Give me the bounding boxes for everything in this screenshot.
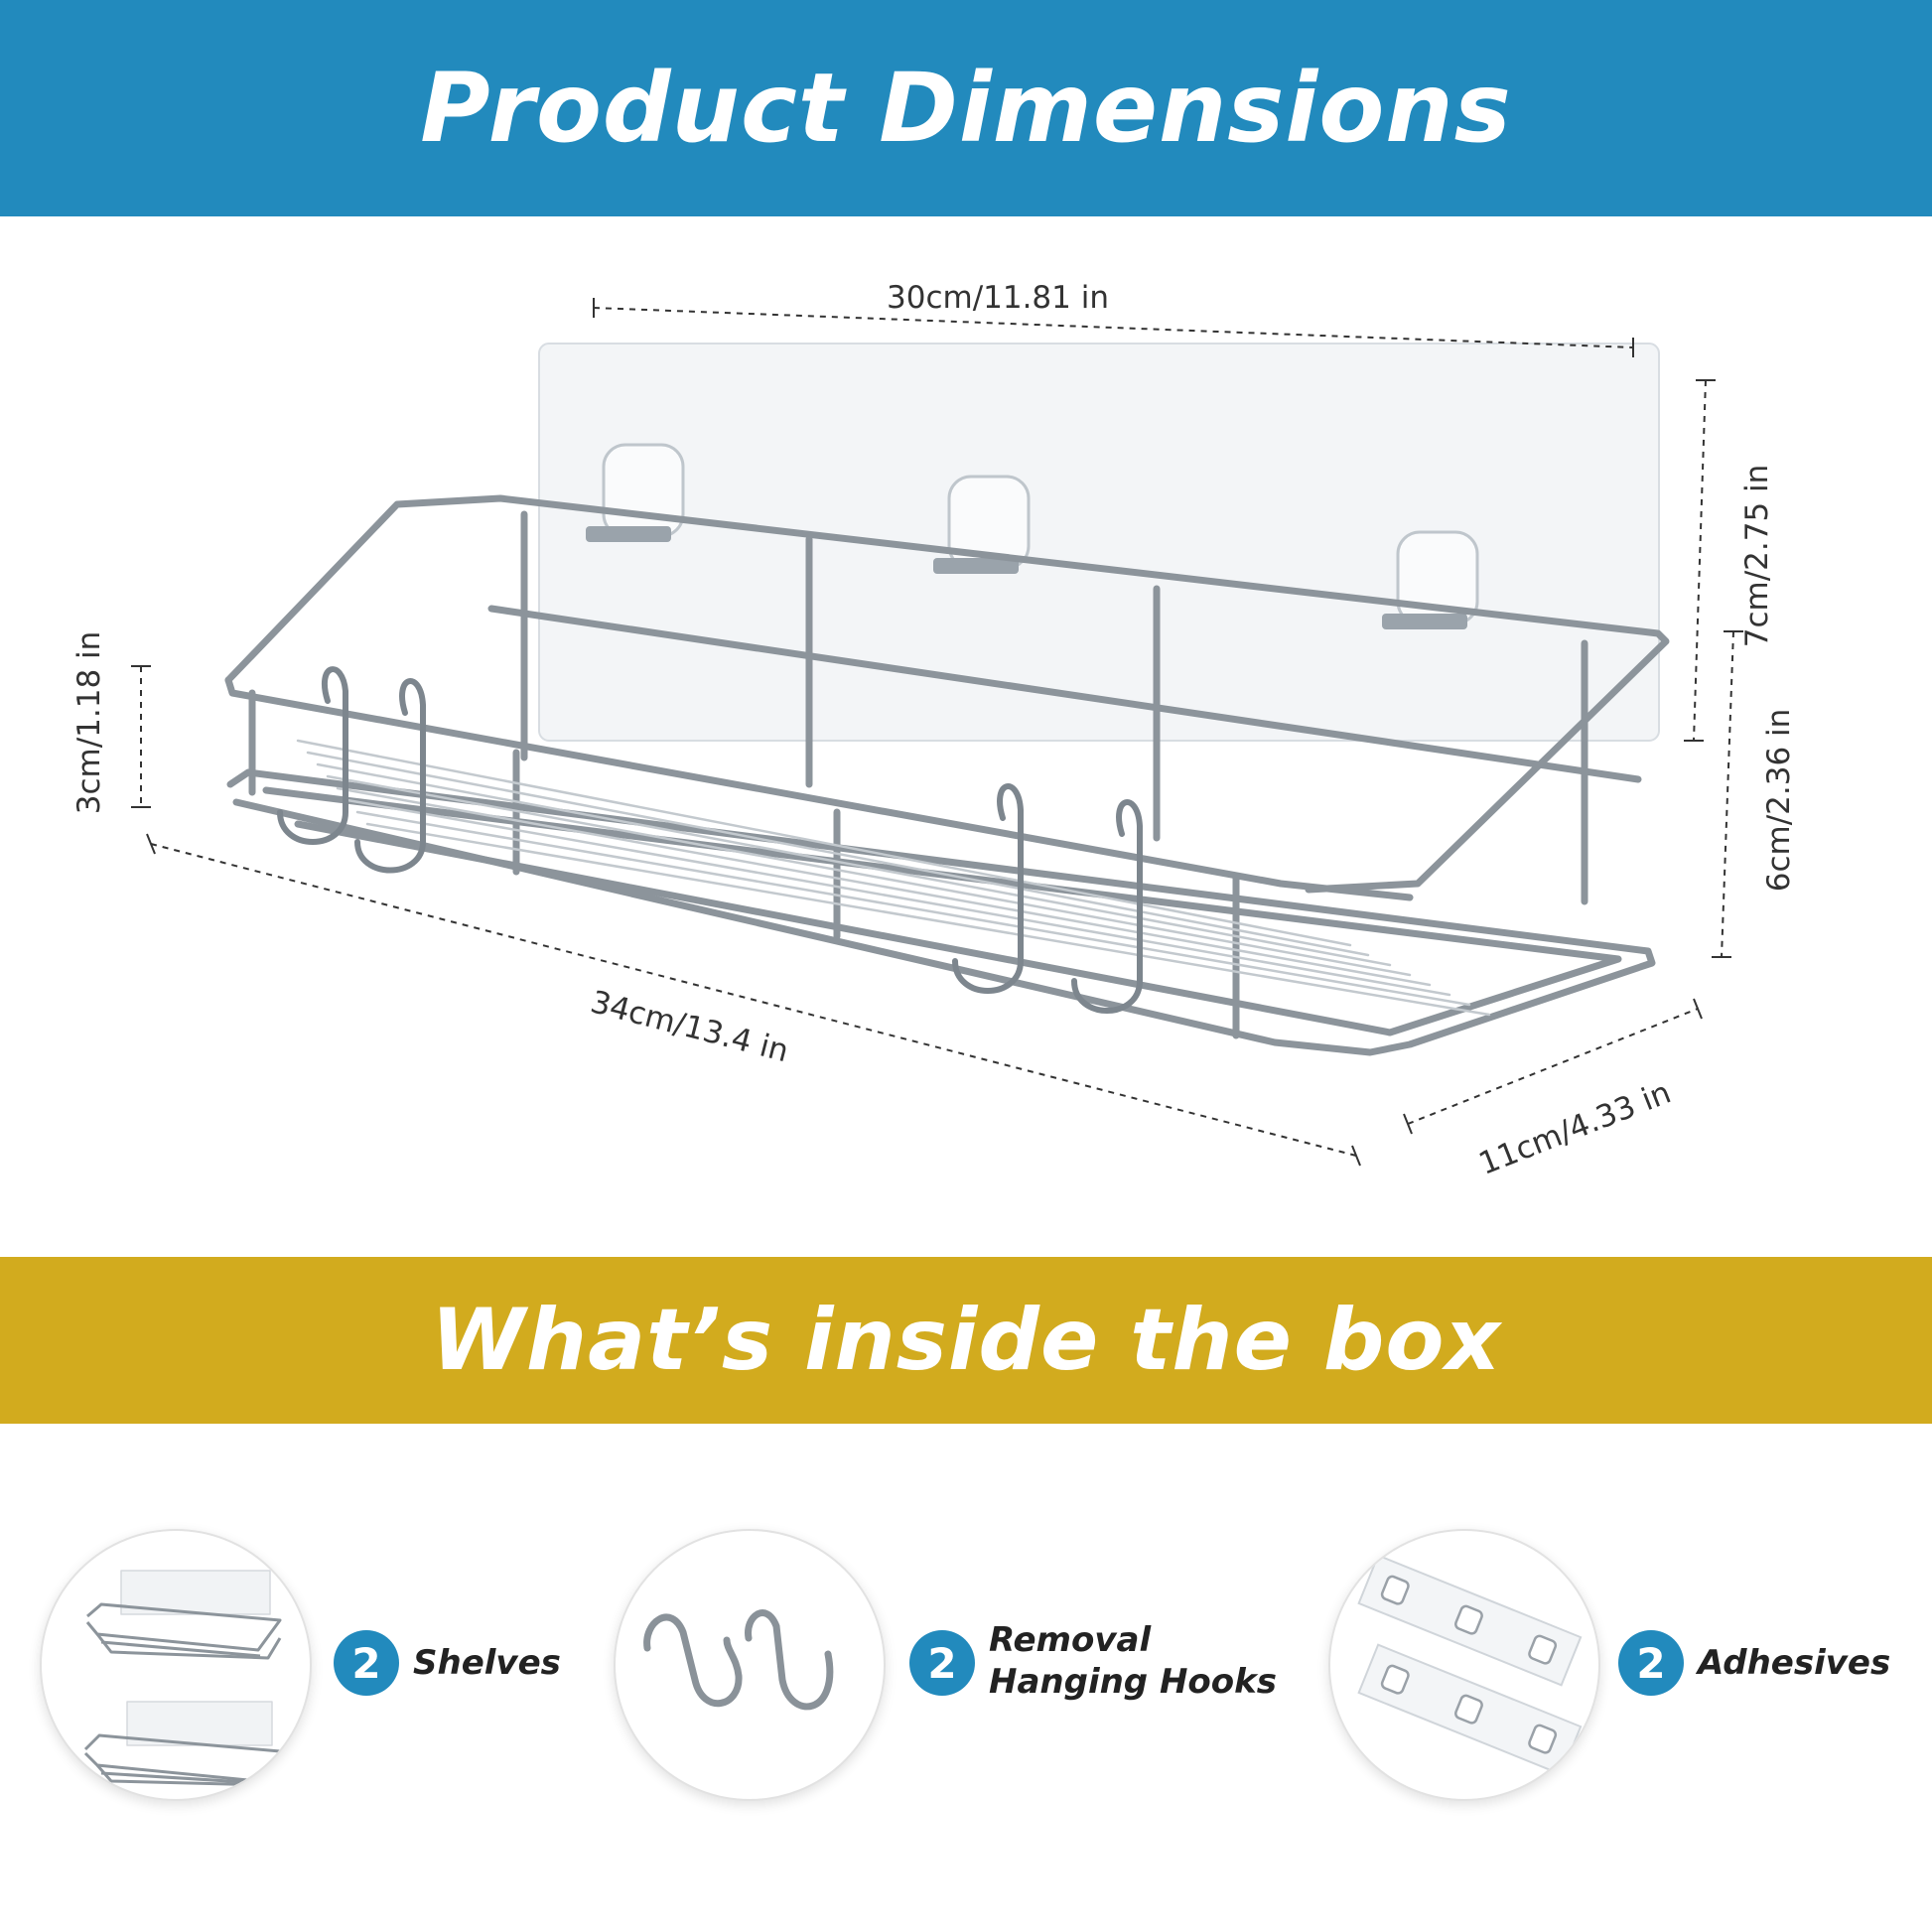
shelf-dimension-diagram: 30cm/11.81 in 7cm/2.75 in 6cm/2.36 in 3c… (71, 280, 1797, 1182)
count-badge: 2 (334, 1630, 399, 1696)
s-hook-icon (614, 1529, 886, 1801)
depth-label: 11cm/4.33 in (1474, 1075, 1676, 1182)
length-label: 34cm/13.4 in (587, 984, 792, 1069)
basket-height-left-label: 3cm/1.18 in (71, 631, 107, 815)
count-badge: 2 (1618, 1630, 1684, 1696)
box-item-adhesives: 2 Adhesives (1328, 1529, 1904, 1801)
shelf-icon (40, 1529, 312, 1801)
adhesive-panel (538, 343, 1660, 742)
section-title: What’s inside the box (431, 1291, 1501, 1390)
whats-inside-banner: What’s inside the box (0, 1257, 1932, 1424)
count-badge: 2 (909, 1630, 975, 1696)
item-label: Adhesives (1698, 1643, 1891, 1683)
wire-basket (224, 494, 1670, 1056)
adhesive-strip-icon (1328, 1529, 1600, 1801)
product-dimensions-banner: Product Dimensions (0, 0, 1932, 216)
basket-height-right-label: 6cm/2.36 in (1761, 709, 1797, 893)
box-item-hooks: 2 Removal Hanging Hooks (614, 1529, 1309, 1801)
box-item-shelves: 2 Shelves (40, 1529, 596, 1801)
item-label: Shelves (413, 1643, 561, 1683)
top-width-label: 30cm/11.81 in (887, 280, 1109, 316)
item-label-line1: Removal (989, 1620, 1152, 1660)
panel-height-label: 7cm/2.75 in (1739, 465, 1775, 648)
item-label-line2: Hanging Hooks (989, 1662, 1277, 1702)
banner-title: Product Dimensions (420, 53, 1512, 164)
